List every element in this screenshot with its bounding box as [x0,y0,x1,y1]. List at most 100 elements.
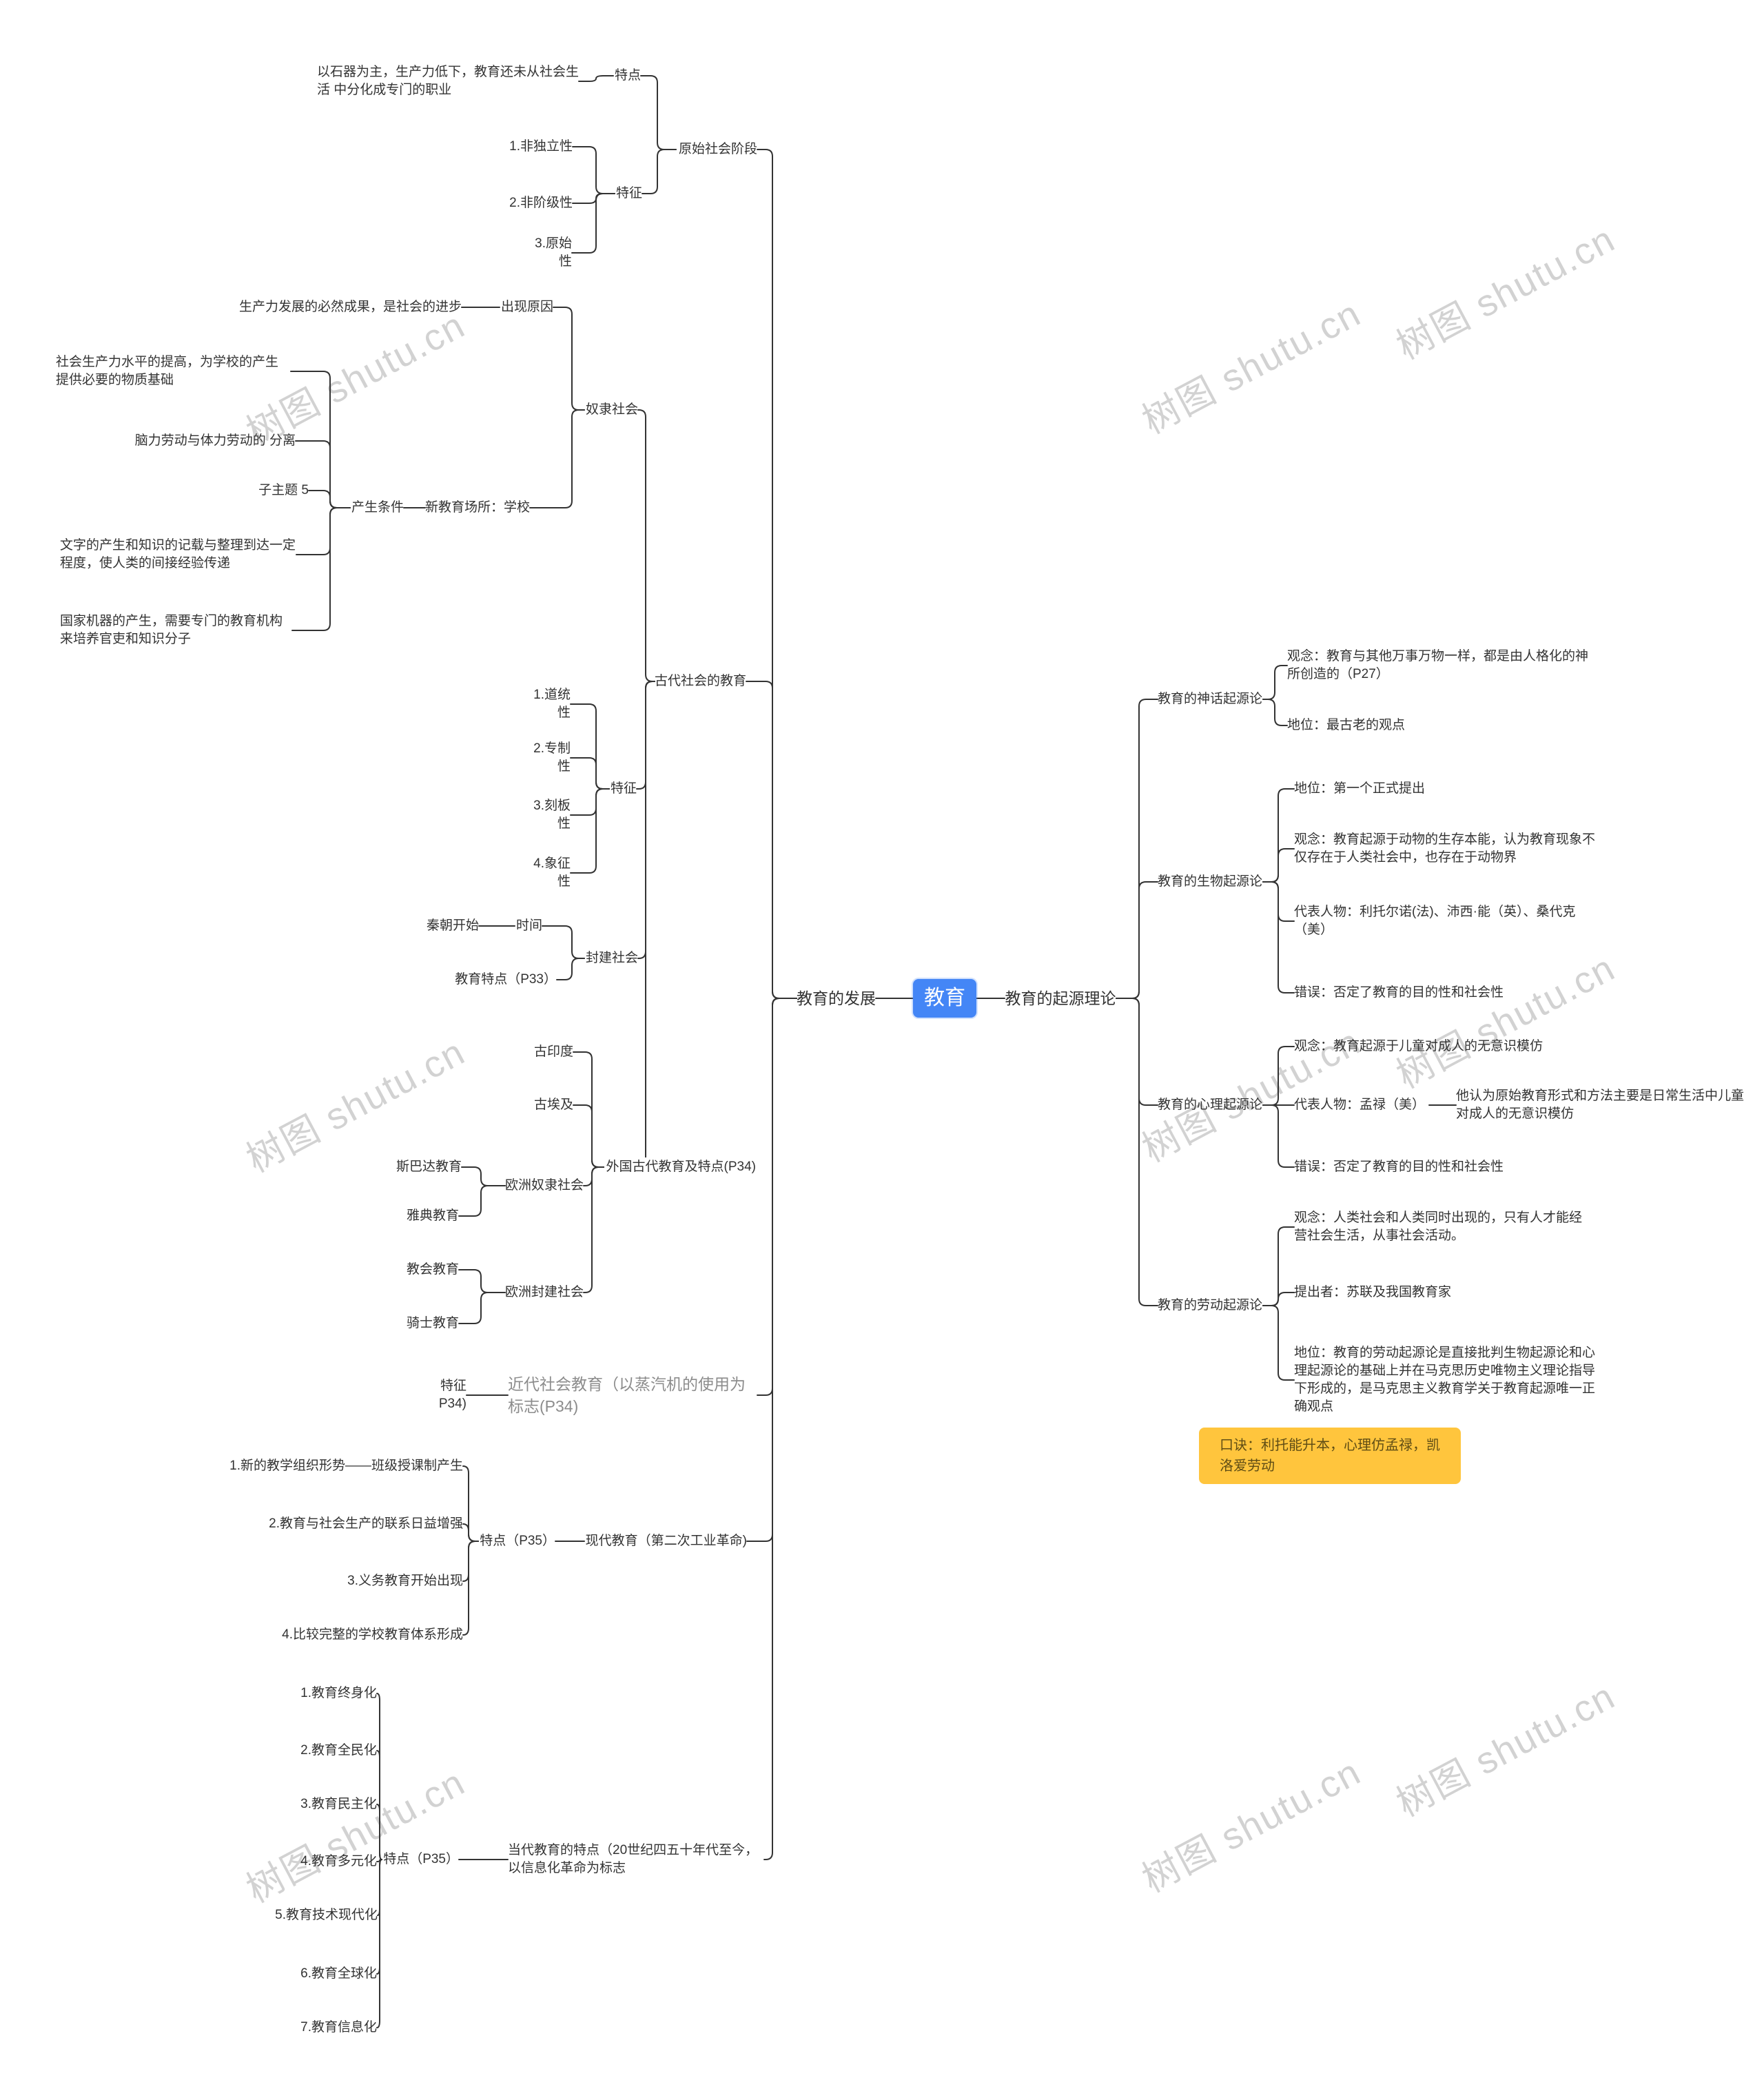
edge-ancient-features-ancient-feature-1 [570,703,610,790]
mindmap-node-modern-pre-trait[interactable]: 特征P34) [438,1379,466,1411]
mindmap-node-condition-1[interactable]: 社会生产力水平的提高，为学校的产生提供必要的物质基础 [56,355,279,387]
mindmap-node-modern-traits-p35[interactable]: 特点（P35） [480,1534,555,1548]
mindmap-node-psy-representative-note[interactable]: 他认为原始教育形式和方法主要是日常生活中儿童对成人的无意识模仿 [1456,1089,1745,1121]
edge-feudal-society-feudal-time [542,925,585,959]
mindmap-node-modern-trait-1[interactable]: 1.新的教学组织形势——班级授课制产生 [229,1459,463,1473]
mindmap-node-condition-2[interactable]: 脑力劳动与体力劳动的 分离 [134,433,296,448]
edge-branch-development-modern-pre [757,998,797,1396]
mindmap-node-modern-industrial[interactable]: 现代教育（第二次工业革命) [585,1534,747,1548]
mindmap-node-primitive-feature-3[interactable]: 3.原始性 [535,236,572,269]
mindmap-node-mnemonic-note[interactable]: 口诀：利托能升本，心理仿孟禄，凯洛爱劳动 [1199,1428,1461,1484]
mindmap-node-bio-representatives[interactable]: 代表人物：利托尔诺(法)、沛西·能（英）、桑代克（美） [1294,905,1576,937]
edge-emerge-conditions-condition-3 [308,490,351,508]
mindmap-node-ancient-features[interactable]: 特征 [610,781,637,796]
mindmap-node-primitive-feature-2[interactable]: 2.非阶级性 [509,196,573,210]
edge-eu-feudal-education-knight-education [458,1292,506,1324]
edge-psy-origin-psy-error [1262,1104,1295,1168]
edge-bio-origin-bio-error [1262,881,1295,993]
mindmap-node-modern-pre[interactable]: 近代社会教育（以蒸汽机的使用为标志(P34) [508,1375,746,1415]
mindmap-node-contemporary-3[interactable]: 3.教育民主化 [300,1797,377,1811]
mindmap-node-modern-trait-4[interactable]: 4.比较完整的学校教育体系形成 [282,1627,463,1642]
mindmap-node-feudal-time[interactable]: 时间 [515,918,542,933]
mindmap-node-contemporary-6[interactable]: 6.教育全球化 [300,1966,377,1981]
mindmap-node-bio-view[interactable]: 观念：教育起源于动物的生存本能，认为教育现象不仅存在于人类社会中，也存在于动物界 [1294,832,1596,865]
edge-foreign-ancient-eu-feudal-education [583,1166,605,1293]
mindmap-node-primitive-stage[interactable]: 原始社会阶段 [678,142,757,156]
edge-labor-origin-labor-view [1262,1226,1295,1306]
mindmap-node-central-topic[interactable]: 教育 [913,979,976,1018]
mindmap-node-labor-proposer[interactable]: 提出者：苏联及我国教育家 [1294,1285,1452,1299]
edge-emerge-conditions-condition-4 [296,507,351,555]
edge-eu-feudal-education-church-education [458,1269,506,1293]
edge-modern-traits-p35-modern-trait-2 [462,1523,479,1542]
edge-foreign-ancient-ancient-egypt [573,1104,605,1168]
mindmap-node-new-school[interactable]: 新教育场所：学校 [425,500,531,515]
mindmap-node-ancient-egypt[interactable]: 古埃及 [533,1098,573,1112]
mindmap-node-knight-education[interactable]: 骑士教育 [406,1316,459,1330]
mindmap-node-contemporary-1[interactable]: 1.教育终身化 [300,1686,377,1700]
mindmap-node-ancient-education[interactable]: 古代社会的教育 [655,674,747,688]
mindmap-node-bio-error[interactable]: 错误：否定了教育的目的性和社会性 [1294,985,1504,1000]
mindmap-node-condition-4[interactable]: 文字的产生和知识的记载与整理到达一定程度，使人类的间接经验传递 [60,538,296,570]
mindmap-node-labor-status[interactable]: 地位：教育的劳动起源论是直接批判生物起源论和心理起源论的基础上并在马克思历史唯物… [1294,1346,1596,1414]
edge-ancient-features-ancient-feature-2 [570,757,610,790]
mindmap-node-modern-trait-3[interactable]: 3.义务教育开始出现 [347,1574,463,1588]
mindmap-node-myth-view[interactable]: 观念：教育与其他万事万物一样，都是由人格化的神所创造的（P27） [1287,649,1589,681]
mindmap-node-contemporary-4[interactable]: 4.教育多元化 [300,1854,377,1868]
mindmap-node-emerge-conditions[interactable]: 产生条件 [351,500,404,515]
mindmap-node-primitive-feature-1[interactable]: 1.非独立性 [509,139,573,154]
mindmap-node-sparta-education[interactable]: 斯巴达教育 [396,1160,462,1174]
mindmap-node-feudal-trait-p33[interactable]: 教育特点（P33） [455,972,557,987]
mindmap-node-church-education[interactable]: 教会教育 [406,1262,459,1277]
mindmap-node-primitive-trait-detail[interactable]: 以石器为主，生产力低下，教育还未从社会生活 中分化成专门的职业 [317,65,580,97]
mindmap-node-contemporary-5[interactable]: 5.教育技术现代化 [275,1908,378,1922]
edge-eu-slave-education-sparta-education [461,1166,506,1186]
mindmap-node-ancient-feature-3[interactable]: 3.刻板性 [533,799,571,831]
mindmap-node-branch-development[interactable]: 教育的发展 [797,989,876,1007]
mindmap-node-psy-origin[interactable]: 教育的心理起源论 [1158,1098,1263,1112]
mindmap-node-feudal-time-qin[interactable]: 秦朝开始 [426,918,479,933]
mindmap-node-modern-trait-2[interactable]: 2.教育与社会生产的联系日益增强 [269,1516,463,1531]
mindmap-node-appear-reason-detail[interactable]: 生产力发展的必然成果，是社会的进步 [238,300,462,314]
mindmap-node-condition-5[interactable]: 国家机器的产生，需要专门的教育机构来培养官吏和知识分子 [60,614,283,646]
edge-foreign-ancient-eu-slave-education [583,1166,605,1186]
mindmap-node-slave-society[interactable]: 奴隶社会 [585,402,638,417]
edge-modern-traits-p35-modern-trait-1 [462,1465,479,1542]
mindmap-node-bio-status[interactable]: 地位：第一个正式提出 [1294,781,1426,796]
mindmap-node-athens-education[interactable]: 雅典教育 [406,1208,459,1223]
mindmap-node-contemporary-2[interactable]: 2.教育全民化 [300,1743,377,1758]
mindmap-node-psy-representative[interactable]: 代表人物：孟禄（美） [1294,1098,1426,1112]
mindmap-node-contemporary[interactable]: 当代教育的特点（20世纪四五十年代至今，以信息化革命为标志 [508,1843,759,1875]
mindmap-node-foreign-ancient[interactable]: 外国古代教育及特点(P34) [604,1157,756,1177]
mindmap-node-labor-view[interactable]: 观念：人类社会和人类同时出现的，只有人才能经营社会生活，从事社会活动。 [1294,1211,1583,1243]
edge-contemporary-traits-p35-contemporary-3 [376,1804,382,1860]
edge-ancient-features-ancient-feature-3 [570,788,610,816]
mindmap-node-contemporary-7[interactable]: 7.教育信息化 [300,2020,377,2035]
mindmap-node-condition-3[interactable]: 子主题 5 [258,483,309,497]
mindmap-node-ancient-india[interactable]: 古印度 [533,1044,573,1059]
mindmap-node-ancient-feature-1[interactable]: 1.道统性 [533,688,571,720]
mindmap-node-myth-status[interactable]: 地位：最古老的观点 [1287,718,1406,732]
mindmap-node-primitive-trait[interactable]: 特点 [614,68,641,83]
mindmap-node-psy-error[interactable]: 错误：否定了教育的目的性和社会性 [1294,1160,1504,1174]
mindmap-node-primitive-features[interactable]: 特征 [615,186,642,200]
edge-eu-slave-education-athens-education [458,1185,506,1217]
edge-labor-origin-labor-status [1262,1305,1295,1381]
edge-primitive-features-primitive-feature-2 [572,193,615,204]
mindmap-node-feudal-society[interactable]: 封建社会 [585,951,638,965]
mindmap-node-appear-reason[interactable]: 出现原因 [500,300,553,314]
edge-primitive-features-primitive-feature-3 [571,193,615,254]
mindmap-node-branch-origin-theories[interactable]: 教育的起源理论 [1005,989,1116,1007]
mindmap-node-labor-origin[interactable]: 教育的劳动起源论 [1158,1298,1263,1312]
mindmap-node-psy-view[interactable]: 观念：教育起源于儿童对成人的无意识模仿 [1294,1039,1544,1053]
mindmap-node-contemporary-traits-p35[interactable]: 特点（P35） [383,1852,459,1866]
mindmap-node-ancient-feature-4[interactable]: 4.象征性 [533,856,571,889]
mindmap-node-ancient-feature-2[interactable]: 2.专制性 [533,741,571,774]
mindmap-node-bio-origin[interactable]: 教育的生物起源论 [1158,874,1263,889]
edge-myth-origin-myth-view [1262,665,1288,700]
mindmap-node-eu-feudal-education[interactable]: 欧洲封建社会 [505,1285,584,1299]
edge-ancient-features-ancient-feature-4 [570,788,610,874]
mindmap-node-myth-origin[interactable]: 教育的神话起源论 [1158,692,1263,706]
mindmap-node-eu-slave-education[interactable]: 欧洲奴隶社会 [505,1178,584,1193]
